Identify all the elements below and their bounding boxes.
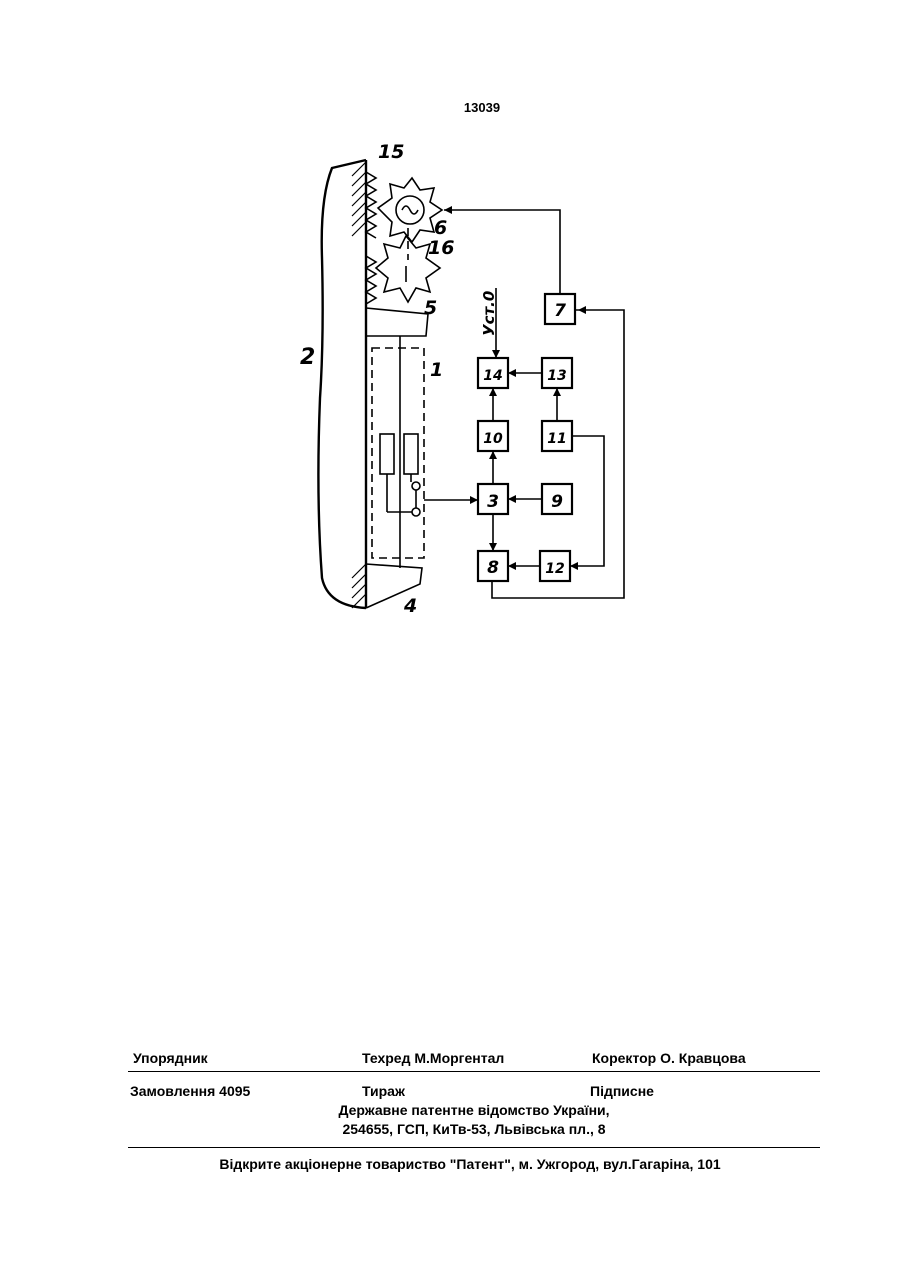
block-14-label: 14 [483,368,502,384]
generator-symbol [402,206,418,214]
body-outline [318,160,366,608]
hatch-bottom [352,564,366,608]
circulation: Тираж [362,1083,405,1099]
patent-drawing: 7 14 13 10 11 3 9 8 12 15 6 16 5 1 2 4 У… [280,138,640,618]
connections [444,210,624,598]
rack-15 [366,172,376,238]
block-11-label: 11 [547,431,566,447]
label-2: 2 [300,345,315,370]
hatch-top [352,162,366,236]
cam-5 [366,308,428,336]
subscription: Підписне [590,1083,654,1099]
block-10-label: 10 [483,431,503,447]
label-15: 15 [378,141,404,163]
rack-lower [366,256,376,304]
input-label: Уст.0 [480,291,498,336]
compiler: Упорядник [133,1050,208,1066]
label-5: 5 [424,297,437,319]
resistor-left [380,434,394,474]
patent-office: Державне патентне відомство України, [128,1102,820,1118]
label-1: 1 [430,359,443,381]
label-16: 16 [428,237,454,259]
label-6: 6 [434,217,447,239]
resistor-right [404,434,418,474]
publisher: Відкрите акціонерне товариство "Патент",… [100,1156,840,1172]
order: Замовлення 4095 [130,1083,250,1099]
rule-bottom [128,1147,820,1148]
block-7-label: 7 [554,301,566,321]
corrector: Коректор О. Кравцова [592,1050,746,1066]
rule-top [128,1071,820,1072]
page-number: 13039 [0,100,900,115]
office-address: 254655, ГСП, КиТв-53, Львівська пл., 8 [128,1121,820,1137]
block-8-label: 8 [487,558,499,578]
block-13-label: 13 [547,368,566,384]
block-3-label: 3 [487,492,499,512]
block-12-label: 12 [545,561,564,577]
block-9-label: 9 [551,492,563,512]
techred: Техред М.Моргентал [362,1050,504,1066]
label-4: 4 [403,595,417,617]
